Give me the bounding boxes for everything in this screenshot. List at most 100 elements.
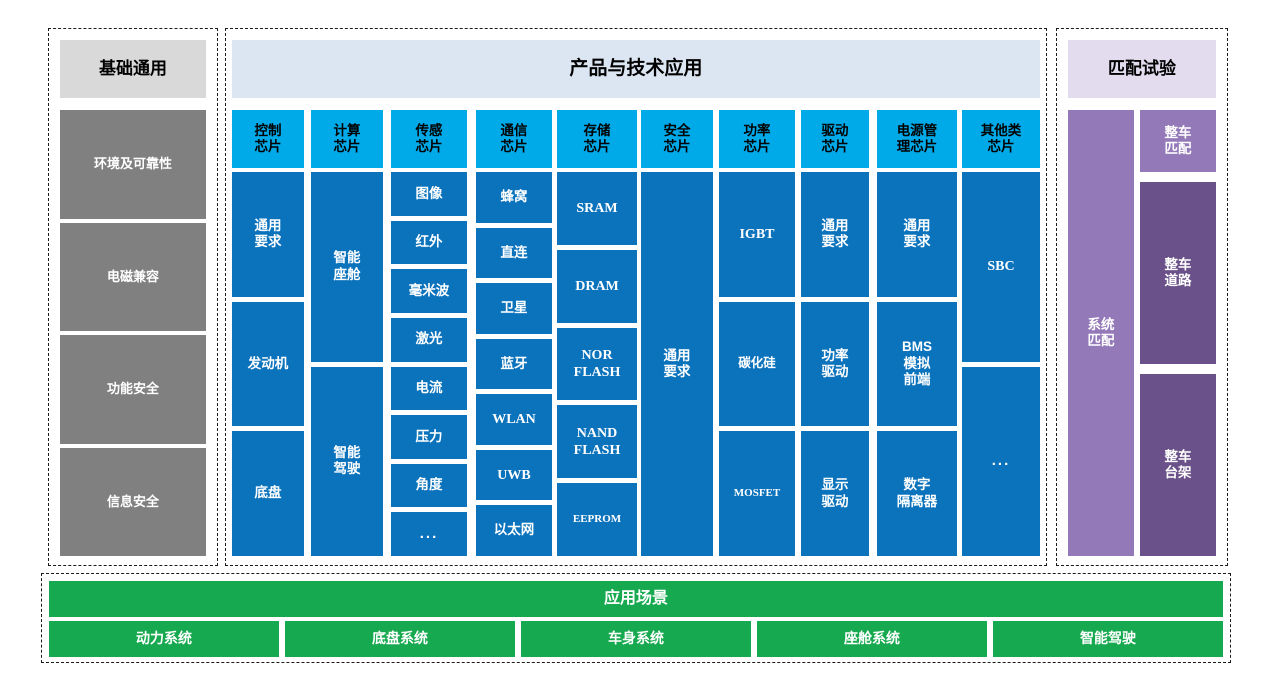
chip-item-c2-1[interactable]: 智能座舱 [311,172,383,362]
scene-item-5[interactable]: 智能驾驶 [993,621,1223,657]
basic-item-4-label: 信息安全 [106,493,159,509]
chip-column-header-2[interactable]: 计算芯片 [311,110,383,168]
chip-item-c10-1[interactable]: SBC [962,172,1040,362]
chip-item-c10-2-label: ... [991,452,1011,470]
scene-item-1[interactable]: 动力系统 [49,621,279,657]
chip-item-c1-1[interactable]: 通用要求 [232,172,304,297]
chip-item-c8-2[interactable]: 功率驱动 [801,301,869,427]
chip-item-c3-3-label: 毫米波 [408,282,450,298]
basic-common-title: 基础通用 [60,40,206,98]
chip-item-c1-1-label: 通用要求 [254,217,282,250]
matching-item-3-label: 整车台架 [1164,448,1192,480]
chip-column-header-9[interactable]: 电源管理芯片 [877,110,957,168]
chip-column-header-4[interactable]: 通信芯片 [476,110,552,168]
chip-item-c4-4[interactable]: 蓝牙 [476,338,552,390]
chip-item-c3-6[interactable]: 压力 [391,415,467,459]
matching-system-label: 系统匹配 [1087,316,1115,348]
chip-item-c4-2-label: 直连 [500,244,528,260]
chip-item-c3-1-label: 图像 [415,185,443,201]
chip-item-c1-3[interactable]: 底盘 [232,431,304,556]
chip-column-header-7[interactable]: 功率芯片 [719,110,795,168]
chip-item-c5-5-label: EEPROM [572,512,622,525]
matching-item-2[interactable]: 整车道路 [1140,182,1216,364]
chip-item-c5-5[interactable]: EEPROM [557,483,637,556]
chip-column-header-9-label: 电源管理芯片 [896,122,938,154]
chip-item-c4-7[interactable]: 以太网 [476,505,552,556]
chip-item-c3-4[interactable]: 激光 [391,317,467,362]
matching-item-1[interactable]: 整车匹配 [1140,110,1216,172]
chip-item-c8-3-label: 显示驱动 [821,477,849,509]
chip-item-c3-6-label: 压力 [415,428,443,444]
chip-item-c1-2[interactable]: 发动机 [232,301,304,427]
chip-item-c3-5-label: 电流 [415,380,443,396]
chip-item-c4-5[interactable]: WLAN [476,394,552,445]
chip-item-c10-1-label: SBC [987,259,1015,275]
scene-item-4[interactable]: 座舱系统 [757,621,987,657]
chip-item-c9-3-label: 数字隔离器 [896,477,938,509]
chip-item-c3-2[interactable]: 红外 [391,220,467,265]
scene-item-2[interactable]: 底盘系统 [285,621,515,657]
chip-item-c3-5[interactable]: 电流 [391,366,467,411]
chip-column-header-5-label: 存储芯片 [583,122,611,154]
chip-item-c6-1[interactable]: 通用要求 [641,172,713,556]
basic-item-1-label: 环境及可靠性 [93,156,172,172]
chip-item-c4-6-label: UWB [497,467,531,483]
chip-column-header-1[interactable]: 控制芯片 [232,110,304,168]
chip-item-c4-5-label: WLAN [492,412,536,428]
chip-item-c7-1[interactable]: IGBT [719,172,795,297]
chip-item-c3-7[interactable]: 角度 [391,463,467,508]
basic-item-3[interactable]: 功能安全 [60,335,206,444]
chip-column-header-7-label: 功率芯片 [743,122,771,154]
chip-column-header-5[interactable]: 存储芯片 [557,110,637,168]
chip-item-c9-3[interactable]: 数字隔离器 [877,431,957,556]
chip-item-c3-3[interactable]: 毫米波 [391,269,467,313]
chip-item-c3-7-label: 角度 [415,477,443,493]
chip-item-c4-6[interactable]: UWB [476,449,552,501]
chip-item-c10-2[interactable]: ... [962,366,1040,556]
chip-item-c2-2[interactable]: 智能驾驶 [311,366,383,556]
chip-item-c7-1-label: IGBT [739,226,775,242]
chip-column-header-8-label: 驱动芯片 [821,122,849,154]
chip-column-header-10[interactable]: 其他类芯片 [962,110,1040,168]
chip-item-c8-2-label: 功率驱动 [821,347,849,379]
chip-column-header-3[interactable]: 传感芯片 [391,110,467,168]
basic-item-4[interactable]: 信息安全 [60,447,206,556]
chip-item-c4-3[interactable]: 卫星 [476,283,552,334]
chip-item-c4-2[interactable]: 直连 [476,227,552,279]
chip-item-c2-2-label: 智能驾驶 [333,444,361,477]
chip-item-c8-1[interactable]: 通用要求 [801,172,869,297]
chip-column-header-8[interactable]: 驱动芯片 [801,110,869,168]
chip-item-c4-1[interactable]: 蜂窝 [476,172,552,223]
products-tech-title-label: 产品与技术应用 [569,58,703,80]
matching-item-3[interactable]: 整车台架 [1140,374,1216,556]
chip-item-c3-8[interactable]: ... [391,512,467,556]
chip-item-c1-2-label: 发动机 [247,355,289,371]
chip-item-c8-3[interactable]: 显示驱动 [801,431,869,556]
chip-item-c7-2[interactable]: 碳化硅 [719,301,795,427]
chip-column-header-1-label: 控制芯片 [254,122,282,154]
chip-item-c5-1[interactable]: SRAM [557,172,637,245]
chip-item-c3-1[interactable]: 图像 [391,172,467,216]
chip-item-c7-3[interactable]: MOSFET [719,431,795,556]
application-scenario-title-label: 应用场景 [603,590,668,608]
chip-item-c4-7-label: 以太网 [493,522,535,538]
chip-item-c3-8-label: ... [419,525,439,543]
chip-column-header-10-label: 其他类芯片 [980,122,1022,154]
matching-item-1-label: 整车匹配 [1164,124,1192,156]
chip-item-c3-2-label: 红外 [415,234,443,250]
chip-item-c4-3-label: 卫星 [500,300,528,316]
chip-item-c5-2[interactable]: DRAM [557,249,637,323]
chip-column-header-4-label: 通信芯片 [500,122,528,154]
chip-item-c9-1-label: 通用要求 [903,217,931,250]
basic-item-2[interactable]: 电磁兼容 [60,222,206,331]
chip-item-c9-1[interactable]: 通用要求 [877,172,957,297]
basic-item-1[interactable]: 环境及可靠性 [60,110,206,219]
scene-item-3[interactable]: 车身系统 [521,621,751,657]
matching-system[interactable]: 系统匹配 [1068,110,1134,556]
chip-column-header-6[interactable]: 安全芯片 [641,110,713,168]
